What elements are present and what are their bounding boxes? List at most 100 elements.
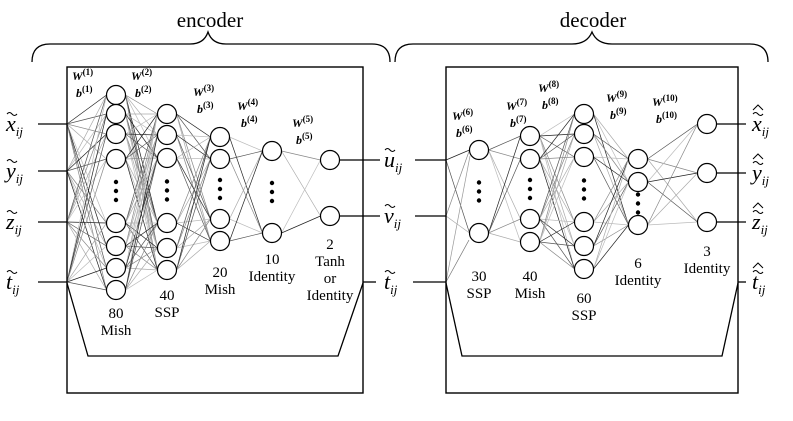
decoder-layer2-ellipsis-dot	[527, 195, 533, 201]
encoder-layer1-node	[105, 84, 127, 106]
encoder-layer4-node	[261, 140, 283, 162]
encoder-layer5-size: 2	[326, 237, 334, 253]
svg-text:vij: vij	[384, 203, 401, 231]
encoder-layer4-activation: Identity	[249, 269, 296, 285]
decoder-layer2-activation: Mish	[515, 286, 546, 302]
encoder-layer5-weight: W(5)	[292, 114, 313, 130]
input-x-label: xij	[5, 111, 23, 139]
decoder-layer3-node	[573, 103, 595, 125]
decoder-layer5-activation: Identity	[684, 261, 731, 277]
decoder-header: decoder	[560, 8, 626, 32]
decoder-layer4-node	[627, 148, 649, 170]
decoder-layer2-node	[519, 125, 541, 147]
output-z-label: zij	[751, 202, 768, 237]
decoder-layer2-weight: W(7)	[506, 97, 527, 113]
svg-text:tij: tij	[752, 269, 766, 297]
input-y-label: yij	[4, 158, 23, 186]
encoder-layer5-activation: or	[324, 271, 337, 287]
encoder-layer5-node	[319, 149, 341, 171]
encoder-layer3-node	[209, 126, 231, 148]
encoder-layer3-ellipsis-dot	[217, 195, 223, 201]
encoder-layer2-size: 40	[160, 288, 175, 304]
decoder-layer2-ellipsis-dot	[527, 186, 533, 192]
decoder-layer2-bias: b(7)	[510, 114, 527, 130]
svg-text:tij: tij	[6, 269, 20, 297]
decoder-layer4-ellipsis-dot	[635, 201, 641, 206]
encoder-layer3-activation: Mish	[205, 282, 236, 298]
decoder-layer5-node	[696, 113, 718, 135]
decoder-layer1-ellipsis-dot	[476, 198, 482, 203]
latent-u-label: uij	[384, 147, 403, 175]
decoder-inner-outline	[445, 282, 739, 357]
input-t-label: tij	[6, 269, 20, 297]
encoder-layer2-ellipsis-dot	[164, 197, 170, 202]
decoder-layer4-node	[627, 214, 649, 236]
encoder-layer3-node	[209, 148, 231, 170]
variable-labels: xij yij zij tij uij vij tij xij yij zij tij	[4, 104, 769, 297]
decoder-layer3-bias: b(8)	[542, 96, 559, 112]
decoder-layer1-bias: b(6)	[456, 124, 473, 140]
encoder-layer4-bias: b(4)	[241, 114, 258, 130]
input-z-label: zij	[5, 209, 22, 237]
encoder-layer2-bias: b(2)	[135, 84, 152, 100]
encoder-layer4-ellipsis-dot	[269, 198, 275, 204]
layer-labels: 80Mish40SSP20Mish10Identity2TanhorIdenti…	[101, 237, 731, 339]
encoder-layer1-bias: b(1)	[76, 84, 93, 100]
encoder-layer3-bias: b(3)	[197, 100, 214, 116]
encoder-frame	[66, 66, 364, 394]
decoder-layer3-ellipsis-dot	[581, 178, 587, 183]
encoder-layer2-ellipsis-dot	[164, 179, 170, 184]
decoder-layer1-node	[468, 222, 490, 244]
encoder-layer4-weight: W(4)	[237, 97, 258, 113]
svg-text:xij: xij	[751, 111, 769, 139]
encoder-layer1-node	[105, 235, 127, 257]
encoder-header: encoder	[177, 8, 243, 32]
output-x-label: xij	[751, 104, 769, 139]
svg-text:zij: zij	[5, 209, 22, 237]
encoder-layer3-ellipsis-dot	[217, 186, 223, 192]
weight-labels: W(1)b(1)W(2)b(2)W(3)b(3)W(4)b(4)W(5)b(5)…	[72, 67, 678, 147]
encoder-brace	[31, 29, 391, 63]
decoder-layer1-activation: SSP	[466, 286, 491, 302]
decoder-layer3-node	[573, 123, 595, 145]
encoder-layer2-node	[156, 103, 178, 125]
encoder-layer1-size: 80	[109, 306, 124, 322]
output-y-label: yij	[750, 153, 769, 188]
svg-text:uij: uij	[384, 147, 403, 175]
decoder-layer3-size: 60	[577, 291, 592, 307]
encoder-layer3-ellipsis-dot	[217, 177, 223, 183]
encoder-inner-outline	[66, 282, 364, 357]
decoder-layer1-node	[468, 139, 490, 161]
decoder-layer2-size: 40	[523, 269, 538, 285]
decoder-layer4-activation: Identity	[615, 273, 662, 289]
latent-v-label: vij	[384, 203, 401, 231]
decoder-brace	[394, 30, 769, 63]
encoder-layer2-activation: SSP	[154, 305, 179, 321]
decoder-layer3-node	[573, 258, 595, 280]
svg-text:xij: xij	[5, 111, 23, 139]
decoder-layer2-node	[519, 148, 541, 170]
encoder-layer1-node	[105, 103, 127, 125]
encoder-layer5-activation: Identity	[307, 288, 354, 304]
encoder-layer3-weight: W(3)	[193, 83, 214, 99]
encoder-layer5-bias: b(5)	[296, 131, 313, 147]
encoder-layer2-ellipsis-dot	[164, 188, 170, 193]
decoder-layer2-ellipsis-dot	[527, 177, 533, 183]
decoder-layer3-node	[573, 235, 595, 257]
decoder-layer1-size: 30	[472, 269, 487, 285]
latent-t-label: tij	[384, 269, 398, 297]
encoder-layer3-size: 20	[213, 265, 228, 281]
decoder-layer3-ellipsis-dot	[581, 187, 587, 192]
encoder-layer1-ellipsis-dot	[113, 188, 119, 194]
svg-text:yij: yij	[4, 158, 23, 186]
decoder-layer4-ellipsis-dot	[635, 210, 641, 215]
decoder-layer5-weight: W(10)	[652, 93, 678, 109]
encoder-layer1-node	[105, 257, 127, 279]
decoder-layer5-node	[696, 162, 718, 184]
decoder-layer2-node	[519, 208, 541, 230]
encoder-layer1-activation: Mish	[101, 323, 132, 339]
encoder-layer5-activation: Tanh	[315, 254, 345, 270]
encoder-layer1-node	[105, 123, 127, 145]
svg-text:tij: tij	[384, 269, 398, 297]
